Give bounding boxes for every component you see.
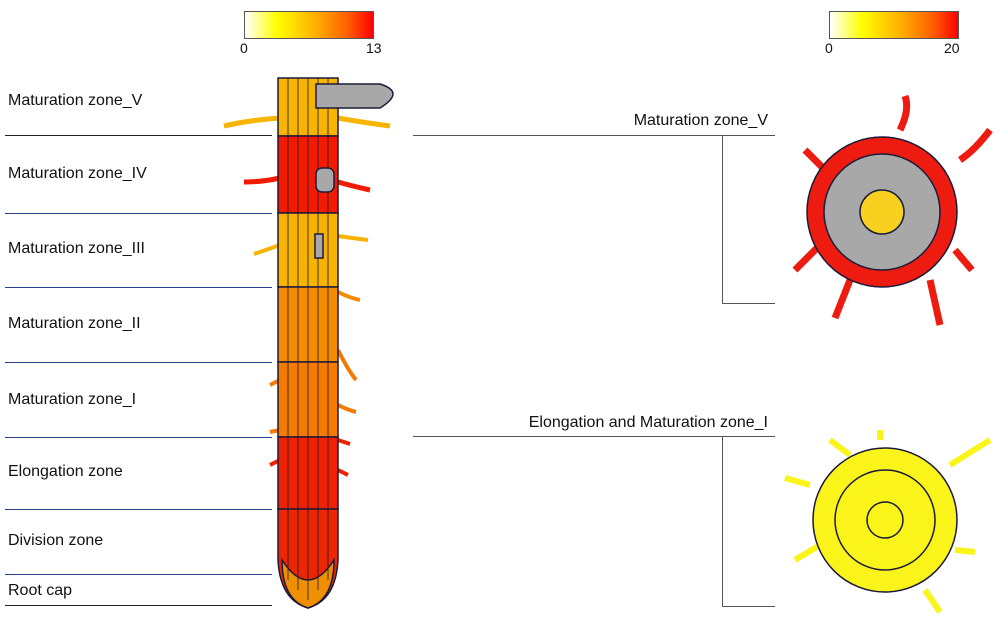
zone-divider [5, 135, 272, 136]
color-scale-right [829, 11, 959, 39]
zone-divider [5, 574, 272, 575]
zone-divider [5, 287, 272, 288]
scale-left-max: 13 [366, 40, 382, 56]
color-scale-left [244, 11, 374, 39]
section-label: Maturation zone_V [633, 112, 768, 129]
zone-divider [5, 362, 272, 363]
zone-label: Maturation zone_II [8, 315, 141, 332]
zone-label: Maturation zone_I [8, 391, 137, 408]
cross-section-elongation-maturation-i [784, 430, 992, 614]
scale-right-min: 0 [825, 40, 833, 56]
zone-label: Maturation zone_IV [8, 165, 147, 182]
cross-section-maturation-v [792, 94, 993, 326]
zone-label: Maturation zone_V [8, 92, 143, 109]
section-label: Elongation and Maturation zone_I [528, 414, 768, 431]
scale-left-min: 0 [240, 40, 248, 56]
zone-label: Division zone [8, 532, 104, 549]
zone-divider [5, 605, 272, 606]
zone-label: Elongation zone [8, 463, 123, 480]
scale-right-max: 20 [944, 40, 960, 56]
zone-divider [5, 213, 272, 214]
zone-divider [5, 509, 272, 510]
zone-label: Root cap [8, 582, 73, 599]
zone-divider [5, 437, 272, 438]
zone-label: Maturation zone_III [8, 240, 145, 257]
